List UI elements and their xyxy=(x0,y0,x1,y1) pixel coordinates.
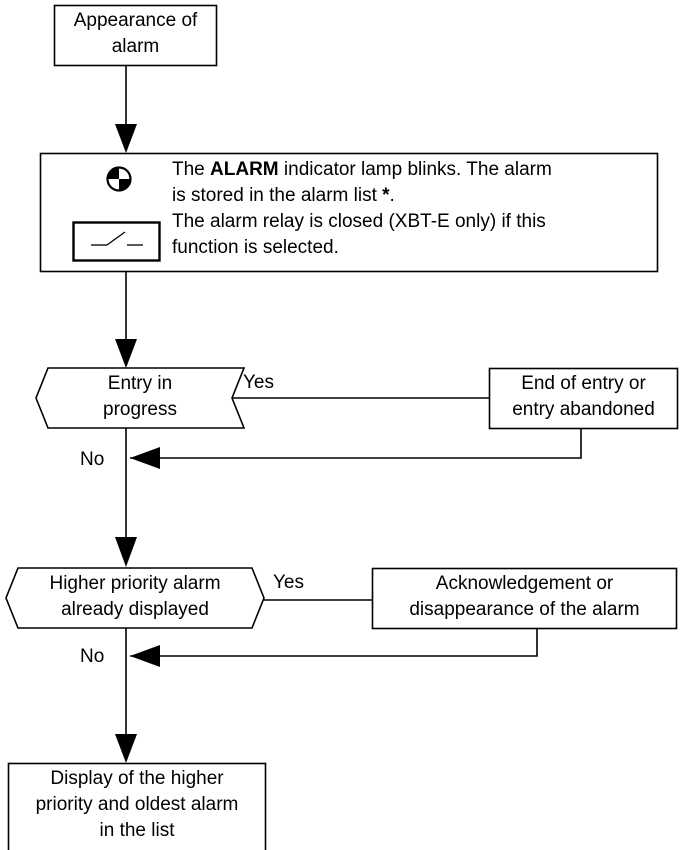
decision-1-line-2: progress xyxy=(103,399,177,420)
arrowhead-down xyxy=(115,124,137,153)
decision-1-label: Entry in progress xyxy=(48,371,232,423)
alarm-text-line-1-post: indicator lamp blinks. The alarm xyxy=(278,159,552,180)
alarm-text-line-3: The alarm relay is closed (XBT-E only) i… xyxy=(172,211,546,232)
alarm-text-line-2: is stored in the alarm list *. xyxy=(172,183,672,209)
decision-2-yes-label: Yes xyxy=(273,572,304,593)
indicator-lamp-icon xyxy=(106,166,132,192)
alarm-text-line-4: function is selected. xyxy=(172,237,339,258)
return-connector xyxy=(130,429,582,459)
arrowhead-left xyxy=(130,645,160,667)
end-box-label: Display of the higher priority and oldes… xyxy=(8,766,266,844)
end-box-line-3: in the list xyxy=(99,820,175,841)
decision-2-line-2: already displayed xyxy=(61,599,209,620)
start-box xyxy=(53,4,218,67)
action-1-line-2: entry abandoned xyxy=(512,399,655,420)
end-box xyxy=(7,762,267,850)
alarm-box-text: The ALARM indicator lamp blinks. The ala… xyxy=(172,157,672,261)
return-connector xyxy=(130,629,538,657)
alarm-text-line-1-pre: The xyxy=(172,159,211,180)
start-box-label: Appearance of alarm xyxy=(54,8,217,60)
alarm-text-line-1: The ALARM indicator lamp blinks. The ala… xyxy=(172,157,672,183)
start-box-line-1: Appearance of xyxy=(73,10,198,31)
footnote-asterisk: * xyxy=(382,185,390,206)
decision-2-line-1: Higher priority alarm xyxy=(49,573,221,594)
end-box-line-1: Display of the higher xyxy=(50,768,224,789)
decision-2-shape xyxy=(5,567,265,629)
decision-1-yes-label: Yes xyxy=(243,372,274,393)
alarm-text-line-2-post: . xyxy=(389,185,395,206)
action-2-line-2: disappearance of the alarm xyxy=(409,599,640,620)
action-1-label: End of entry or entry abandoned xyxy=(489,371,678,423)
start-box-line-2: alarm xyxy=(111,36,160,57)
decision-1-shape xyxy=(35,367,246,429)
action-1-box xyxy=(488,367,679,430)
action-1-line-1: End of entry or xyxy=(521,373,646,394)
decision-1-line-1: Entry in xyxy=(107,373,173,394)
end-box-line-2: priority and oldest alarm xyxy=(35,794,239,815)
decision-2-no-label: No xyxy=(80,646,105,667)
action-2-line-1: Acknowledgement or xyxy=(435,573,614,594)
arrowhead-down xyxy=(115,537,137,567)
action-2-label: Acknowledgement or disappearance of the … xyxy=(372,571,677,623)
arrowhead-down xyxy=(115,339,137,368)
relay-box xyxy=(72,221,161,262)
alarm-text-line-2-pre: is stored in the alarm list xyxy=(172,185,383,206)
arrowhead-down xyxy=(115,734,137,763)
relay-switch-icon xyxy=(91,231,143,246)
arrowhead-left xyxy=(130,447,160,469)
decision-1-no-label: No xyxy=(80,449,105,470)
alarm-keyword: ALARM xyxy=(210,159,279,180)
alarm-box xyxy=(39,152,659,273)
decision-2-label: Higher priority alarm already displayed xyxy=(18,571,252,623)
action-2-box xyxy=(371,567,678,630)
